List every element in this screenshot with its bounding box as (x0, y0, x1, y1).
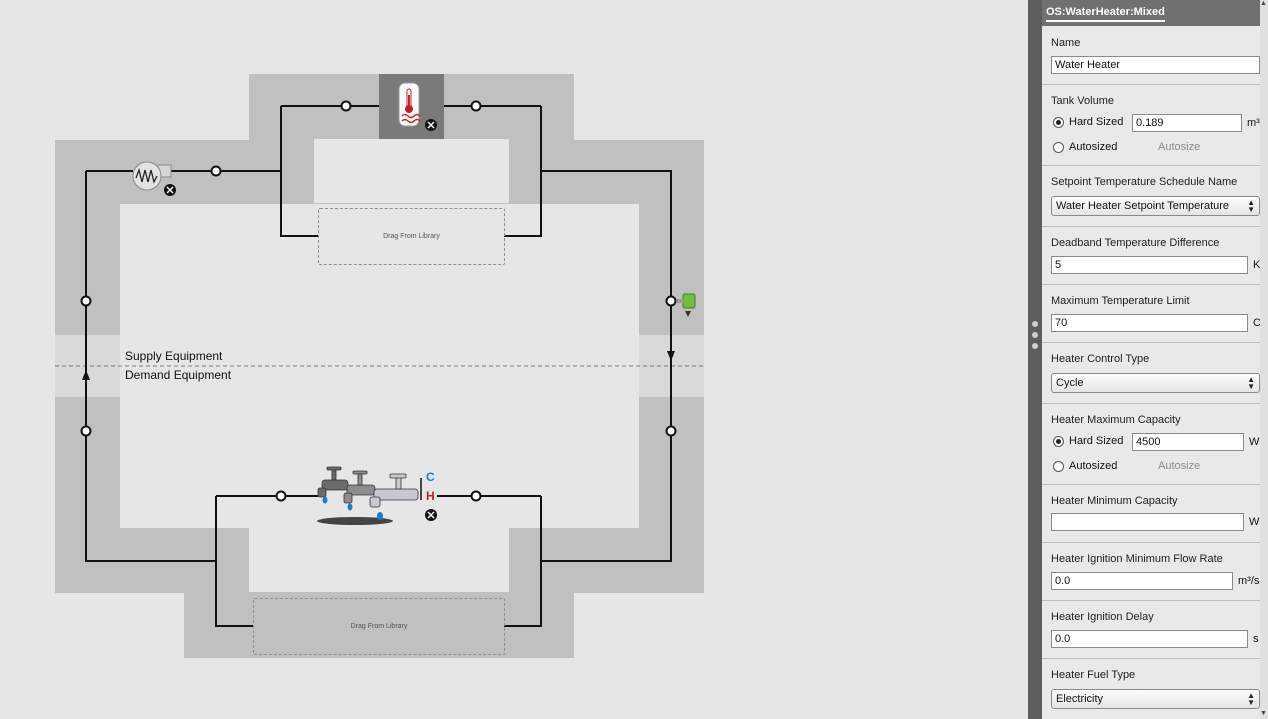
tank-volume-hard-sized-radio[interactable] (1053, 117, 1064, 128)
remove-icon[interactable] (164, 184, 176, 196)
flow-arrow-up-icon (82, 370, 90, 380)
max-capacity-autosized-label: Autosized (1069, 460, 1118, 472)
name-field[interactable]: Water Heater (1051, 56, 1260, 74)
tank-volume-label: Tank Volume (1051, 95, 1114, 107)
pump-icon[interactable] (132, 161, 172, 191)
divider (1042, 165, 1268, 166)
min-capacity-field[interactable] (1051, 513, 1244, 531)
min-capacity-unit: W (1249, 516, 1260, 528)
panel-splitter[interactable] (1028, 0, 1042, 719)
divider (1042, 484, 1268, 485)
control-type-dropdown[interactable]: Cycle ▲▼ (1051, 373, 1260, 393)
supply-equipment-label: Supply Equipment (125, 349, 223, 363)
max-temp-field[interactable]: 70 (1051, 314, 1248, 332)
divider (1042, 284, 1268, 285)
inspector-title-tab[interactable]: OS:WaterHeater:Mixed (1046, 6, 1165, 22)
loop-nodes[interactable] (80, 100, 677, 502)
max-capacity-hard-sized-radio[interactable] (1053, 436, 1064, 447)
tank-volume-hard-sized-label: Hard Sized (1069, 116, 1124, 128)
faucet-cold-letter: C (426, 470, 435, 484)
inspector-panel: OS:WaterHeater:Mixed Name Water Heater T… (1042, 0, 1268, 719)
ignition-flow-field[interactable]: 0.0 (1051, 572, 1233, 590)
control-type-value: Cycle (1056, 377, 1084, 389)
deadband-label: Deadband Temperature Difference (1051, 237, 1220, 249)
tank-volume-unit: m³ (1247, 117, 1260, 129)
tank-volume-field[interactable]: 0.189 (1132, 114, 1242, 132)
deadband-field[interactable]: 5 (1051, 256, 1248, 274)
ignition-flow-label: Heater Ignition Minimum Flow Rate (1051, 553, 1223, 565)
fuel-type-dropdown[interactable]: Electricity ▲▼ (1051, 689, 1260, 709)
max-capacity-hard-sized-label: Hard Sized (1069, 435, 1124, 447)
divider (1042, 542, 1268, 543)
ignition-delay-field[interactable]: 0.0 (1051, 630, 1248, 648)
max-temp-label: Maximum Temperature Limit (1051, 295, 1190, 307)
setpoint-schedule-value: Water Heater Setpoint Temperature (1056, 200, 1230, 212)
flow-arrow-down-icon (667, 351, 675, 361)
scroll-up-icon[interactable]: ▲ (1260, 0, 1267, 7)
loop-canvas[interactable]: C H Drag From Library Drag From Library … (0, 0, 1028, 719)
max-capacity-autosize-text: Autosize (1158, 460, 1201, 472)
divider (1042, 84, 1268, 85)
max-temp-unit: C (1253, 317, 1261, 329)
min-capacity-label: Heater Minimum Capacity (1051, 495, 1178, 507)
ignition-flow-unit: m³/s (1238, 575, 1260, 587)
name-label: Name (1051, 37, 1081, 49)
tank-volume-autosize-text: Autosize (1158, 141, 1201, 153)
grip-dot (1032, 321, 1038, 327)
supply-drop-zone[interactable]: Drag From Library (318, 208, 505, 265)
tank-volume-autosized-radio[interactable] (1053, 142, 1064, 153)
fuel-type-label: Heater Fuel Type (1051, 669, 1136, 681)
divider (1042, 226, 1268, 227)
tank-volume-autosized-label: Autosized (1069, 141, 1118, 153)
faucet-icon[interactable]: C H (317, 466, 435, 525)
grip-dot (1032, 343, 1038, 349)
ignition-delay-label: Heater Ignition Delay (1051, 611, 1154, 623)
dropdown-arrows-icon: ▲▼ (1247, 691, 1255, 707)
max-capacity-autosized-radio[interactable] (1053, 461, 1064, 472)
setpoint-schedule-label: Setpoint Temperature Schedule Name (1051, 176, 1238, 188)
inspector-header: OS:WaterHeater:Mixed (1042, 0, 1268, 26)
ignition-delay-unit: s (1253, 633, 1259, 645)
inspector-scrollbar[interactable]: ▲ ▼ (1260, 0, 1268, 719)
demand-drop-zone[interactable]: Drag From Library (253, 598, 505, 655)
divider (1042, 342, 1268, 343)
max-capacity-field[interactable]: 4500 (1132, 433, 1244, 451)
water-heater-icon[interactable] (398, 82, 421, 127)
deadband-unit: K (1253, 259, 1261, 271)
fuel-type-value: Electricity (1056, 693, 1104, 705)
scroll-down-icon[interactable]: ▼ (1260, 710, 1267, 717)
setpoint-schedule-dropdown[interactable]: Water Heater Setpoint Temperature ▲▼ (1051, 196, 1260, 216)
control-type-label: Heater Control Type (1051, 353, 1150, 365)
divider (1042, 600, 1268, 601)
setpoint-manager-icon[interactable] (677, 293, 696, 317)
divider (1042, 658, 1268, 659)
remove-icon[interactable] (425, 119, 437, 131)
faucet-hot-letter: H (426, 489, 435, 503)
dropdown-arrows-icon: ▲▼ (1247, 198, 1255, 214)
max-capacity-label: Heater Maximum Capacity (1051, 414, 1181, 426)
loop-diagram: C H (55, 74, 704, 658)
max-capacity-unit: W (1249, 436, 1260, 448)
remove-icon[interactable] (425, 509, 437, 521)
dropdown-arrows-icon: ▲▼ (1247, 375, 1255, 391)
grip-dot (1032, 332, 1038, 338)
divider (1042, 403, 1268, 404)
demand-equipment-label: Demand Equipment (125, 368, 232, 382)
